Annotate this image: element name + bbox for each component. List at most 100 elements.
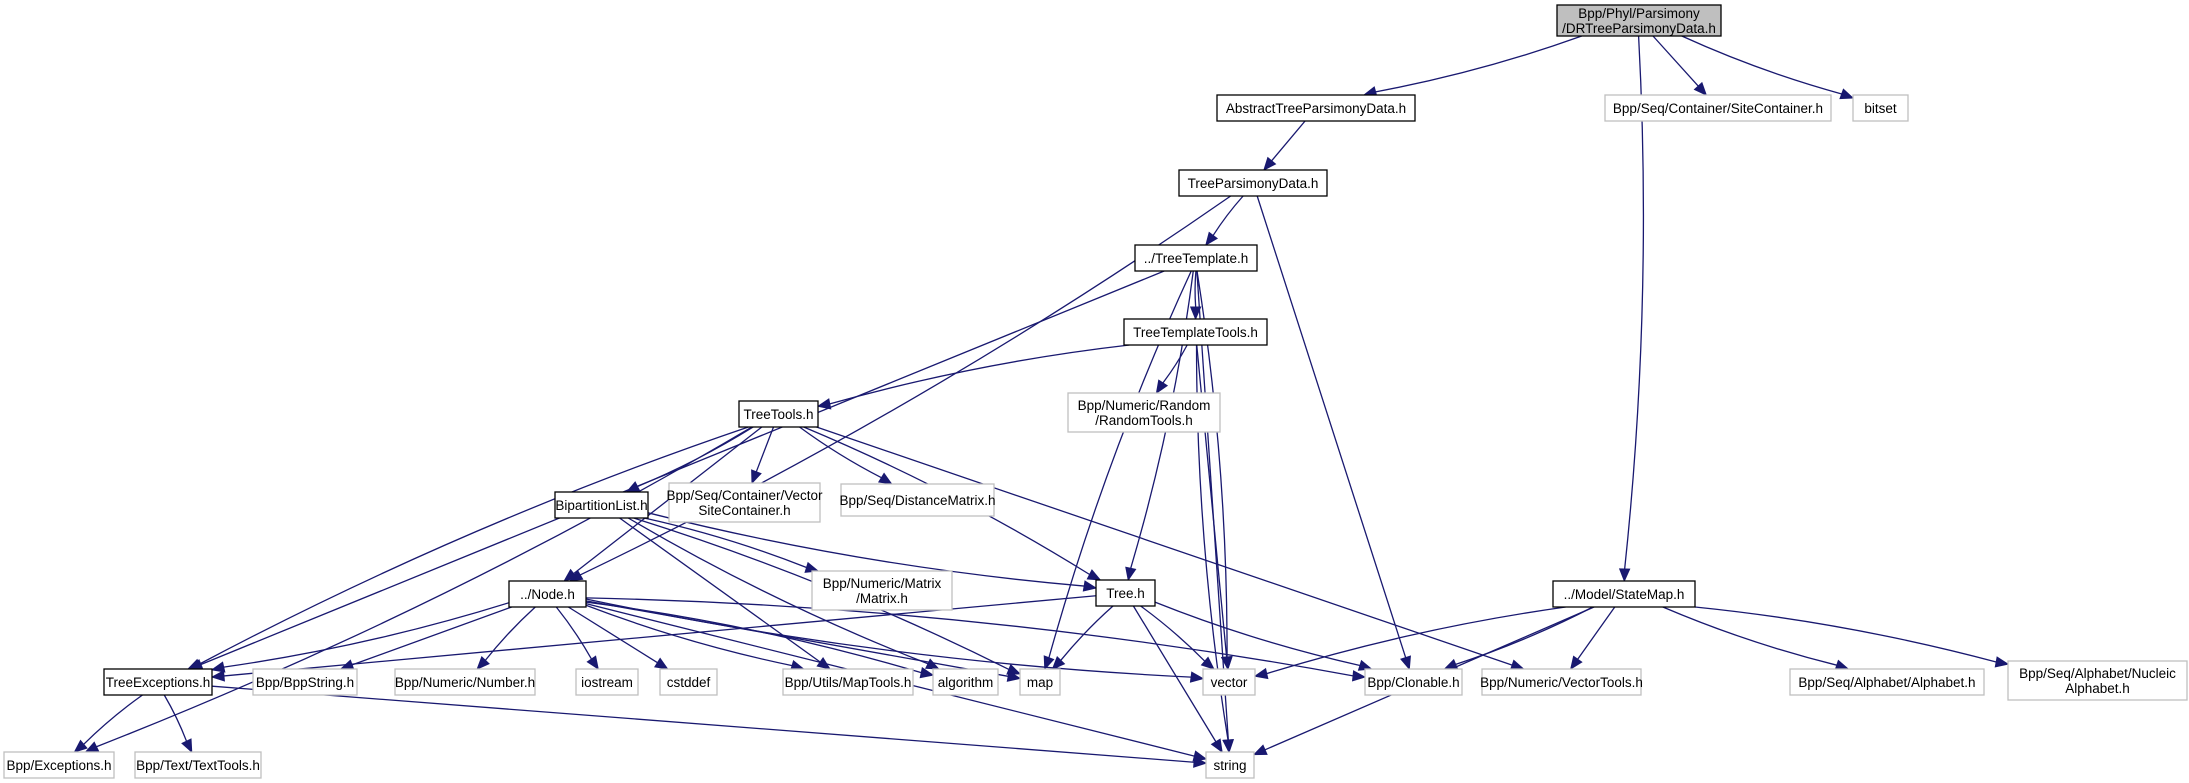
- node-treetemplate[interactable]: ../TreeTemplate.h: [1134, 244, 1258, 272]
- edge-treetools-to-exceptions: [84, 426, 753, 753]
- node-label: TreeParsimonyData.h: [1188, 176, 1319, 191]
- node-label: Bpp/Numeric/Matrix: [823, 576, 942, 591]
- arrowhead-icon: [1220, 656, 1233, 671]
- node-treeexceptions[interactable]: TreeExceptions.h: [103, 668, 213, 696]
- edge-tree-to-vector: [1140, 605, 1215, 670]
- arrowhead-icon: [816, 398, 832, 410]
- node-label: Bpp/Utils/MapTools.h: [785, 675, 912, 690]
- arrowhead-icon: [1693, 81, 1708, 96]
- node-label: BipartitionList.h: [555, 498, 647, 513]
- node-abstract[interactable]: AbstractTreeParsimonyData.h: [1216, 94, 1416, 122]
- arrowhead-icon: [1263, 156, 1277, 171]
- node-statemap[interactable]: ../Model/StateMap.h: [1552, 580, 1696, 608]
- arrowhead-icon: [1200, 656, 1215, 670]
- node-box: [134, 751, 262, 779]
- node-label: Bpp/Seq/Container/SiteContainer.h: [1613, 101, 1823, 116]
- node-vector: vector: [1202, 668, 1256, 696]
- edge-node-to-iostream: [555, 606, 599, 671]
- node-label: vector: [1211, 675, 1248, 690]
- node-number: Bpp/Numeric/Number.h: [394, 668, 536, 696]
- arrowhead-icon: [1205, 231, 1219, 247]
- edge-line: [1271, 120, 1306, 162]
- edge-line: [1652, 35, 1699, 87]
- edge-node-to-clonable: [585, 597, 1367, 682]
- node-box: [1552, 580, 1696, 608]
- node-box: [1364, 668, 1463, 696]
- edge-line: [1694, 606, 1997, 663]
- node-box: [1202, 668, 1256, 696]
- node-box: [1123, 318, 1268, 346]
- node-label: Bpp/BppString.h: [256, 675, 354, 690]
- node-label: /Matrix.h: [856, 591, 908, 606]
- node-box: [394, 668, 536, 696]
- arrowhead-icon: [625, 481, 641, 493]
- edge-line: [1577, 606, 1616, 660]
- node-node[interactable]: ../Node.h: [508, 580, 587, 608]
- node-label: map: [1027, 675, 1053, 690]
- edge-abstract-to-treeparsimony: [1263, 120, 1306, 171]
- node-bipartition[interactable]: BipartitionList.h: [554, 491, 649, 519]
- arrowhead-icon: [1351, 670, 1367, 682]
- arrowhead-icon: [1400, 655, 1411, 671]
- edge-tree-to-clonable: [1154, 601, 1373, 671]
- node-label: bitset: [1864, 101, 1897, 116]
- arrowhead-icon: [84, 741, 100, 753]
- arrowhead-icon: [476, 655, 490, 670]
- edge-node-to-treeexceptions: [210, 602, 510, 673]
- node-treeparsimony[interactable]: TreeParsimonyData.h: [1178, 169, 1328, 197]
- edge-treetools-to-distmatrix: [799, 426, 893, 485]
- node-box: [1205, 751, 1255, 779]
- edge-line: [1375, 35, 1582, 93]
- arrowhead-icon: [73, 739, 88, 753]
- edge-line: [211, 685, 1195, 763]
- node-box: [932, 668, 999, 696]
- node-box: [1134, 244, 1258, 272]
- node-label: ../Node.h: [520, 587, 575, 602]
- edge-drtree-to-sitecontainer: [1652, 35, 1708, 96]
- edge-treetemplatetools-to-vector: [1196, 344, 1233, 671]
- edge-line: [484, 606, 536, 661]
- node-box: [1556, 4, 1722, 37]
- edge-node-to-vector: [585, 598, 1205, 683]
- edge-tree-to-map: [1051, 605, 1114, 670]
- edge-treetools-to-node: [563, 426, 763, 582]
- node-box: [554, 491, 649, 519]
- edge-treetemplatetools-to-treetools: [816, 344, 1130, 410]
- arrowhead-icon: [1086, 569, 1102, 581]
- arrowhead-icon: [1189, 306, 1202, 321]
- arrowhead-icon: [210, 661, 226, 673]
- node-label: TreeTools.h: [743, 407, 813, 422]
- edge-drtree-to-abstract: [1362, 35, 1582, 98]
- edge-line: [223, 602, 510, 668]
- edge-line: [83, 694, 143, 745]
- nodes-layer: Bpp/Phyl/Parsimony/DRTreeParsimonyData.h…: [3, 4, 2188, 779]
- node-label: TreeTemplateTools.h: [1133, 325, 1258, 340]
- node-box: [668, 482, 821, 523]
- arrowhead-icon: [1193, 756, 1208, 768]
- node-label: /DRTreeParsimonyData.h: [1562, 21, 1716, 36]
- node-treetools[interactable]: TreeTools.h: [738, 400, 819, 428]
- node-sitecontainer: Bpp/Seq/Container/SiteContainer.h: [1604, 94, 1832, 122]
- edge-node-to-number: [476, 606, 536, 670]
- edge-line: [1154, 601, 1361, 667]
- edge-drtree-to-bitset: [1681, 35, 1855, 100]
- edge-line: [619, 517, 821, 663]
- node-algorithm: algorithm: [932, 668, 999, 696]
- edge-treetemplate-to-treetemplatetools: [1189, 270, 1202, 321]
- edge-treeexceptions-to-string: [211, 685, 1208, 768]
- arrowhead-icon: [586, 655, 599, 671]
- edge-treetools-to-vectorsite: [751, 426, 775, 485]
- edge-line: [1681, 35, 1842, 95]
- node-tree[interactable]: Tree.h: [1095, 579, 1156, 607]
- node-label: TreeExceptions.h: [106, 675, 211, 690]
- node-drtree: Bpp/Phyl/Parsimony/DRTreeParsimonyData.h: [1556, 4, 1722, 37]
- edge-line: [627, 517, 929, 665]
- node-label: Bpp/Exceptions.h: [6, 758, 111, 773]
- node-box: [508, 580, 587, 608]
- edge-treeexceptions-to-texttools: [163, 694, 193, 754]
- arrowhead-icon: [1994, 656, 2010, 668]
- edge-treetemplatetools-to-randomtools: [1155, 344, 1188, 395]
- node-treetemplatetools[interactable]: TreeTemplateTools.h: [1123, 318, 1268, 346]
